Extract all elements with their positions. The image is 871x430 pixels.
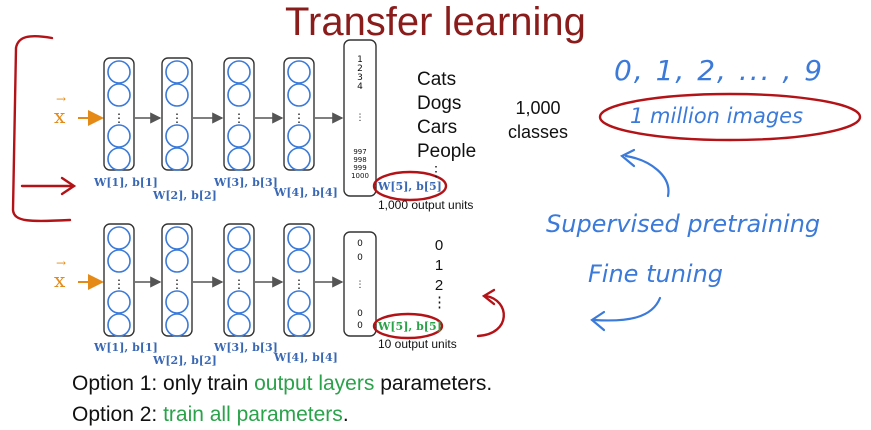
top-network: ⋮ ⋮ ⋮ ⋮ <box>78 39 377 197</box>
top-classes-list: Cats Dogs Cars People ⋮ <box>417 68 476 178</box>
svg-text:⋮: ⋮ <box>293 277 305 291</box>
layer-3-bottom: ⋮ <box>223 223 255 337</box>
output-numbers-top: 1 2 3 4 ⋮ <box>355 55 365 123</box>
svg-text:⋮: ⋮ <box>233 277 245 291</box>
bottom-network: ⋮ ⋮ ⋮ ⋮ <box>78 223 377 337</box>
svg-text:⋮: ⋮ <box>293 111 305 125</box>
class-item: 2 <box>434 277 444 294</box>
output-numbers-bottom: 0 0 ⋮ <box>355 239 365 290</box>
million-oval <box>598 92 862 142</box>
svg-text:⋮: ⋮ <box>171 277 183 291</box>
class-item: ⋮ <box>429 163 443 179</box>
output-layer-bottom <box>343 231 377 337</box>
layer-1-top: ⋮ <box>103 57 135 171</box>
option-1-text: Option 1: only train output layers param… <box>72 372 493 395</box>
class-item: People <box>417 141 477 162</box>
svg-text:⋮: ⋮ <box>113 111 125 125</box>
option-2-text: Option 2: train all parameters. <box>72 403 349 426</box>
page-title: Transfer learning <box>285 0 586 44</box>
layer-4-bottom: ⋮ <box>283 223 315 337</box>
output-numbers-bottom-end: 0 0 <box>357 309 363 331</box>
w5-top-circle <box>372 170 448 202</box>
left-bracket <box>11 34 72 223</box>
class-item: 0 <box>434 237 444 254</box>
supervised-pretraining-annotation: Supervised pretraining <box>546 210 821 238</box>
bottom-classes-list: 0 1 2 ⋮ <box>432 236 447 311</box>
param-label-layer1-bottom: W[1], b[1] <box>94 341 158 354</box>
class-item: 1 <box>434 257 444 274</box>
million-images-annotation: 1 million images <box>630 104 804 128</box>
param-label-layer1-top: W[1], b[1] <box>94 176 158 189</box>
blue-annotations <box>590 148 670 332</box>
svg-text:⋮: ⋮ <box>233 111 245 125</box>
param-label-layer5-bottom: W[5], b[5] <box>378 320 442 333</box>
layer-2-bottom: ⋮ <box>161 223 193 337</box>
svg-text:⋮: ⋮ <box>113 277 125 291</box>
class-item: Cats <box>417 69 457 90</box>
class-item: Cars <box>417 117 458 138</box>
param-label-layer3-bottom: W[3], b[3] <box>214 341 278 354</box>
param-label-layer3-top: W[3], b[3] <box>214 176 278 189</box>
layer-2-top: ⋮ <box>161 57 193 171</box>
input-x-top: →x <box>54 92 67 128</box>
fine-tuning-annotation: Fine tuning <box>588 260 724 288</box>
svg-text:⋮: ⋮ <box>171 111 183 125</box>
param-label-layer4-bottom: W[4], b[4] <box>274 351 338 364</box>
class-item: Dogs <box>417 93 462 114</box>
class-item: ⋮ <box>432 294 447 311</box>
output-layer-top <box>343 39 377 197</box>
red-annotations <box>11 34 862 340</box>
param-label-layer2-bottom: W[2], b[2] <box>153 354 217 367</box>
param-label-layer4-top: W[4], b[4] <box>274 186 338 199</box>
param-label-layer5-top: W[5], b[5] <box>378 180 442 193</box>
class-count-label: 1,000 classes <box>507 98 569 142</box>
top-output-units-label: 1,000 output units <box>378 198 474 212</box>
layer-3-top: ⋮ <box>223 57 255 171</box>
digits-annotation: 0, 1, 2, ... , 9 <box>614 54 825 87</box>
w5-bottom-circle <box>372 312 444 340</box>
output-numbers-top-end: 997 998 999 1000 <box>351 148 369 180</box>
layer-4-top: ⋮ <box>283 57 315 171</box>
param-label-layer2-top: W[2], b[2] <box>153 189 217 202</box>
layer-1-bottom: ⋮ <box>103 223 135 337</box>
input-x-bottom: →x <box>54 256 67 292</box>
bottom-output-units-label: 10 output units <box>378 337 457 351</box>
